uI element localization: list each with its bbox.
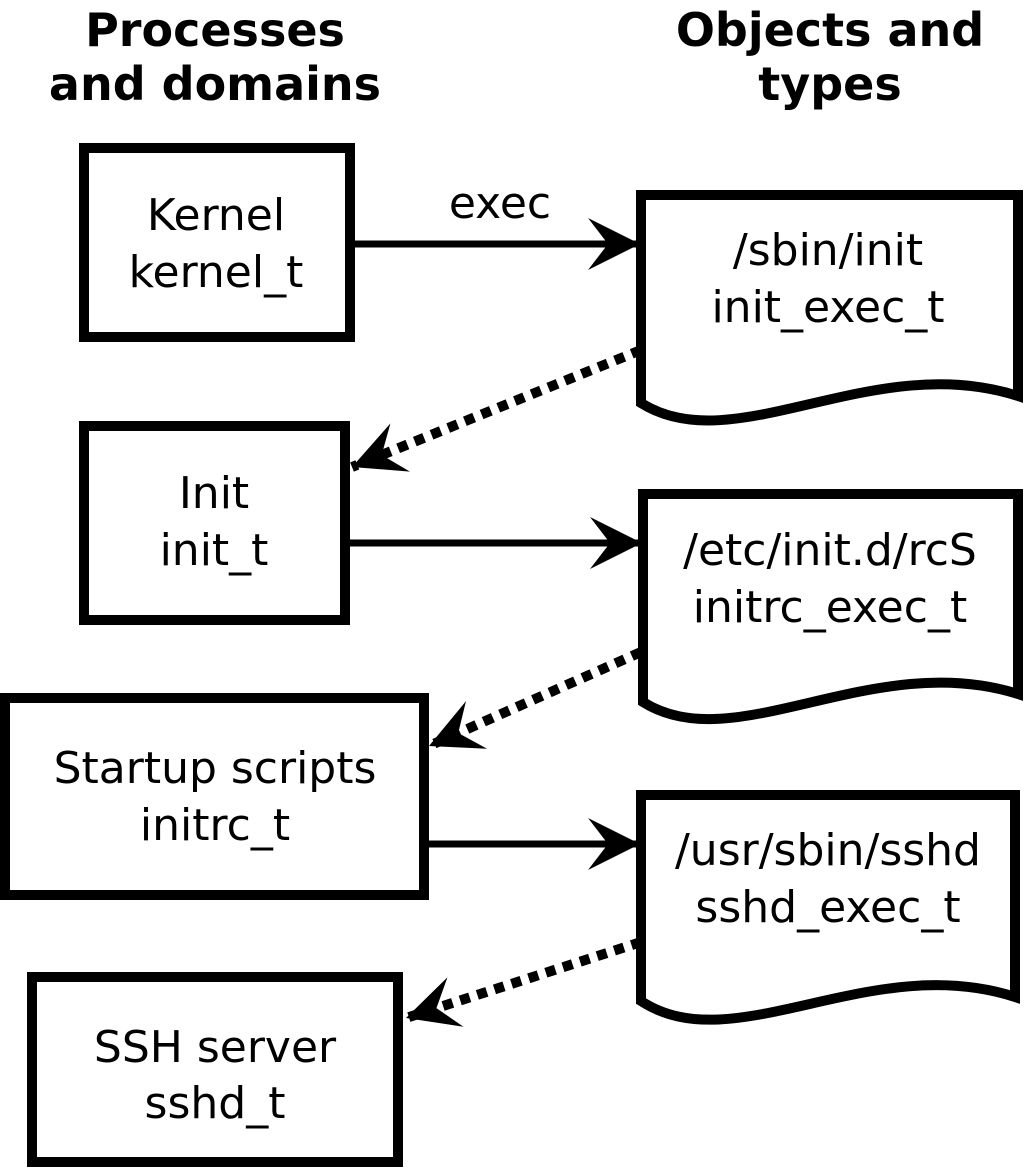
object-node-usr-sbin-sshd-type: sshd_exec_t: [695, 882, 960, 933]
column-header-objects-line2: types: [758, 57, 901, 111]
exec-arrow-label: exec: [449, 178, 551, 229]
process-node-kernel-box: [79, 143, 355, 342]
transition-arrow-sbin-init-to-init: [350, 345, 643, 472]
object-node-etc-initd-rcs-type: initrc_exec_t: [693, 582, 967, 633]
transition-arrow-sshd-to-ssh-server: [404, 937, 643, 1027]
process-node-startup-scripts-type: initrc_t: [140, 800, 290, 851]
object-node-etc-initd-rcs-path: /etc/init.d/rcS: [683, 525, 977, 576]
process-node-ssh-server: SSH server sshd_t: [27, 972, 403, 1167]
object-node-usr-sbin-sshd: /usr/sbin/sshd sshd_exec_t: [636, 790, 1020, 1025]
object-node-sbin-init-type: init_exec_t: [711, 282, 944, 333]
process-node-ssh-server-label: SSH server: [94, 1022, 337, 1073]
process-node-kernel-label: Kernel: [147, 190, 285, 241]
process-node-startup-scripts-box: [0, 693, 429, 900]
document-shape-sbin-init: [636, 190, 1023, 426]
process-node-init-box: [79, 421, 350, 625]
column-header-objects-line1: Objects and: [676, 3, 984, 57]
process-node-ssh-server-type: sshd_t: [145, 1078, 286, 1129]
process-node-kernel: Kernel kernel_t: [79, 143, 355, 342]
process-node-init: Init init_t: [79, 421, 350, 625]
process-node-startup-scripts: Startup scripts initrc_t: [0, 693, 429, 900]
object-node-etc-initd-rcs: /etc/init.d/rcS initrc_exec_t: [638, 489, 1023, 724]
column-header-processes-line1: Processes: [85, 3, 345, 57]
process-node-startup-scripts-label: Startup scripts: [54, 743, 377, 794]
process-node-ssh-server-box: [27, 972, 403, 1167]
object-node-sbin-init-path: /sbin/init: [733, 225, 923, 276]
column-header-processes: Processes and domains: [49, 3, 381, 111]
object-node-usr-sbin-sshd-path: /usr/sbin/sshd: [675, 825, 981, 876]
column-header-processes-line2: and domains: [49, 57, 381, 111]
document-shape-etc-initd-rcs: [638, 489, 1023, 724]
document-shape-usr-sbin-sshd: [636, 790, 1020, 1025]
process-node-init-label: Init: [179, 468, 249, 519]
object-node-sbin-init: /sbin/init init_exec_t: [636, 190, 1023, 426]
transition-arrow-rcs-to-startup-scripts: [426, 647, 644, 751]
process-node-kernel-type: kernel_t: [129, 247, 304, 298]
column-header-objects: Objects and types: [676, 3, 984, 111]
process-node-init-type: init_t: [160, 525, 269, 576]
